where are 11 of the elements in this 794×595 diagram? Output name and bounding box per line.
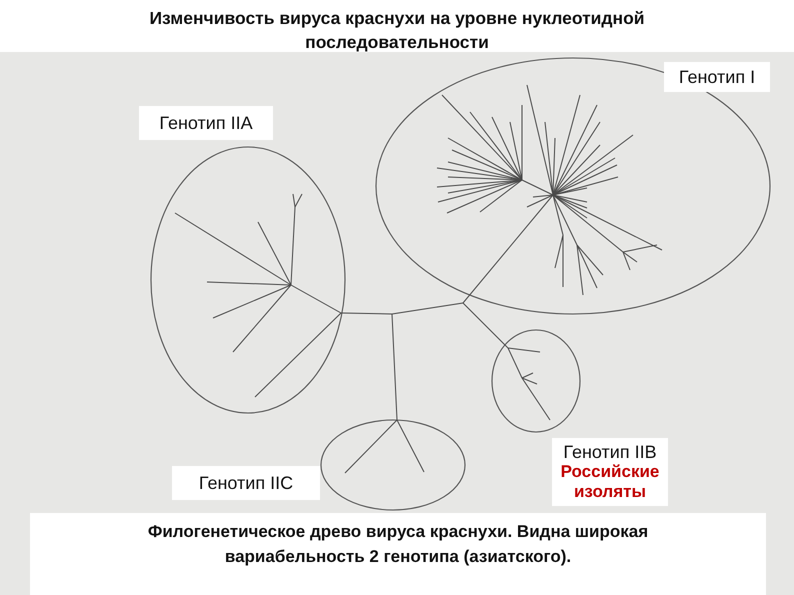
genotype-label: Генотип I — [678, 67, 756, 87]
caption-text: Филогенетическое древо вируса краснухи. Видна широкая вариабельность 2 генотипа (азиатского). — [146, 521, 650, 568]
genotype-label: Генотип IIB — [563, 442, 657, 462]
genotype-label: Генотип IIA — [159, 113, 253, 133]
label-note: Российские изоляты — [560, 462, 660, 502]
label-panel — [172, 466, 320, 500]
label-panel — [139, 106, 273, 140]
title-text: Изменчивость вируса краснухи на уровне нуклеотидной последовательности — [148, 7, 646, 54]
genotype-label: Генотип IIC — [198, 473, 294, 493]
label-panel — [664, 62, 770, 92]
label-panel — [552, 438, 668, 506]
